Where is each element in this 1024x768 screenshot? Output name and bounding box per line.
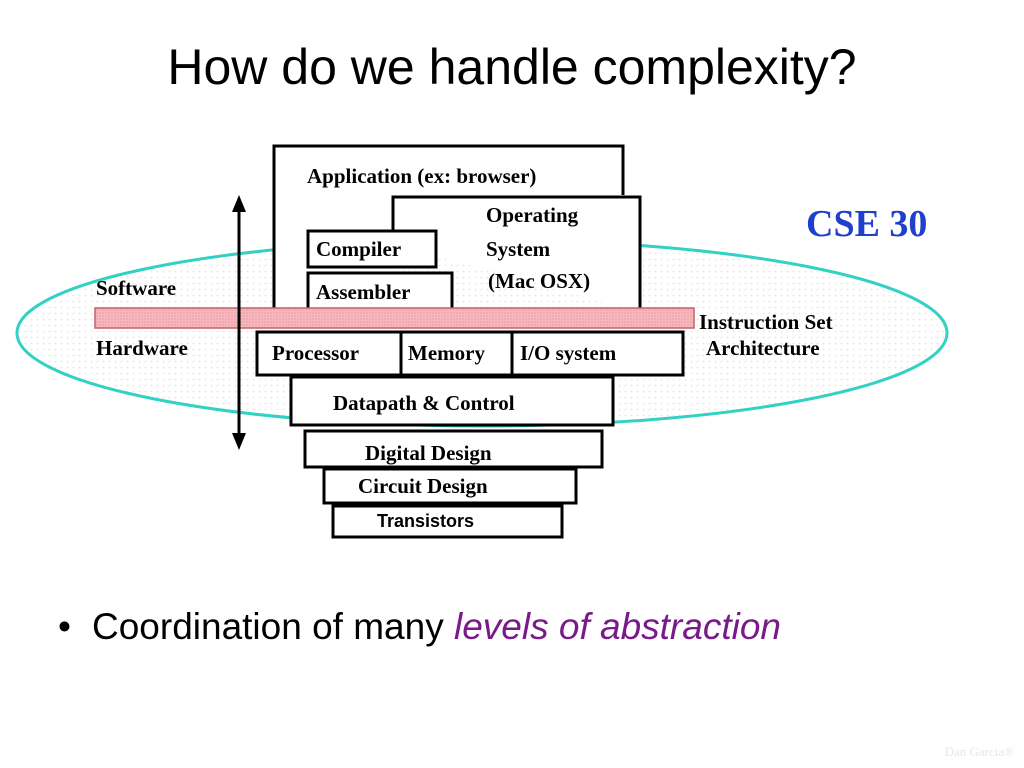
bullet-emphasis: levels of abstraction: [453, 606, 781, 647]
compiler-box: [306, 229, 438, 269]
bullet-icon: •: [58, 606, 71, 647]
bullet-text: Coordination of many: [92, 606, 454, 647]
footer-credit: Dan Garcia®: [944, 744, 1014, 759]
os-label-line2: System: [486, 237, 551, 261]
memory-box: [399, 330, 514, 377]
application-label: Application (ex: browser): [307, 164, 536, 188]
os-box: [391, 195, 642, 312]
memory-label: Memory: [408, 341, 485, 365]
assembler-label: Assembler: [316, 280, 410, 304]
compiler-label: Compiler: [316, 237, 401, 261]
os-label-line3: (Mac OSX): [488, 269, 590, 293]
assembler-box: [306, 271, 454, 308]
processor-box: [255, 330, 403, 377]
software-label: Software: [96, 276, 176, 300]
digital-design-label: Digital Design: [365, 441, 492, 465]
bullet-point: • Coordination of many levels of abstract…: [58, 606, 781, 648]
datapath-label: Datapath & Control: [333, 391, 515, 415]
io-box: [510, 330, 685, 377]
cse-label: CSE 30: [806, 203, 927, 245]
transistors-box: [331, 504, 564, 539]
os-label-line1: Operating: [486, 203, 579, 227]
processor-label: Processor: [272, 341, 359, 365]
io-label: I/O system: [520, 341, 617, 365]
digital-design-box: [303, 429, 604, 469]
slide-title: How do we handle complexity?: [167, 39, 857, 95]
datapath-box: [289, 375, 615, 427]
isa-label-line1: Instruction Set: [699, 310, 833, 334]
circuit-design-box: [322, 467, 578, 505]
circuit-design-label: Circuit Design: [358, 474, 488, 498]
isa-label-line2: Architecture: [706, 336, 820, 360]
double-arrow-icon: [232, 195, 246, 450]
isa-bar: [94, 307, 695, 329]
transistors-label: Transistors: [377, 511, 474, 531]
hardware-label: Hardware: [96, 336, 188, 360]
